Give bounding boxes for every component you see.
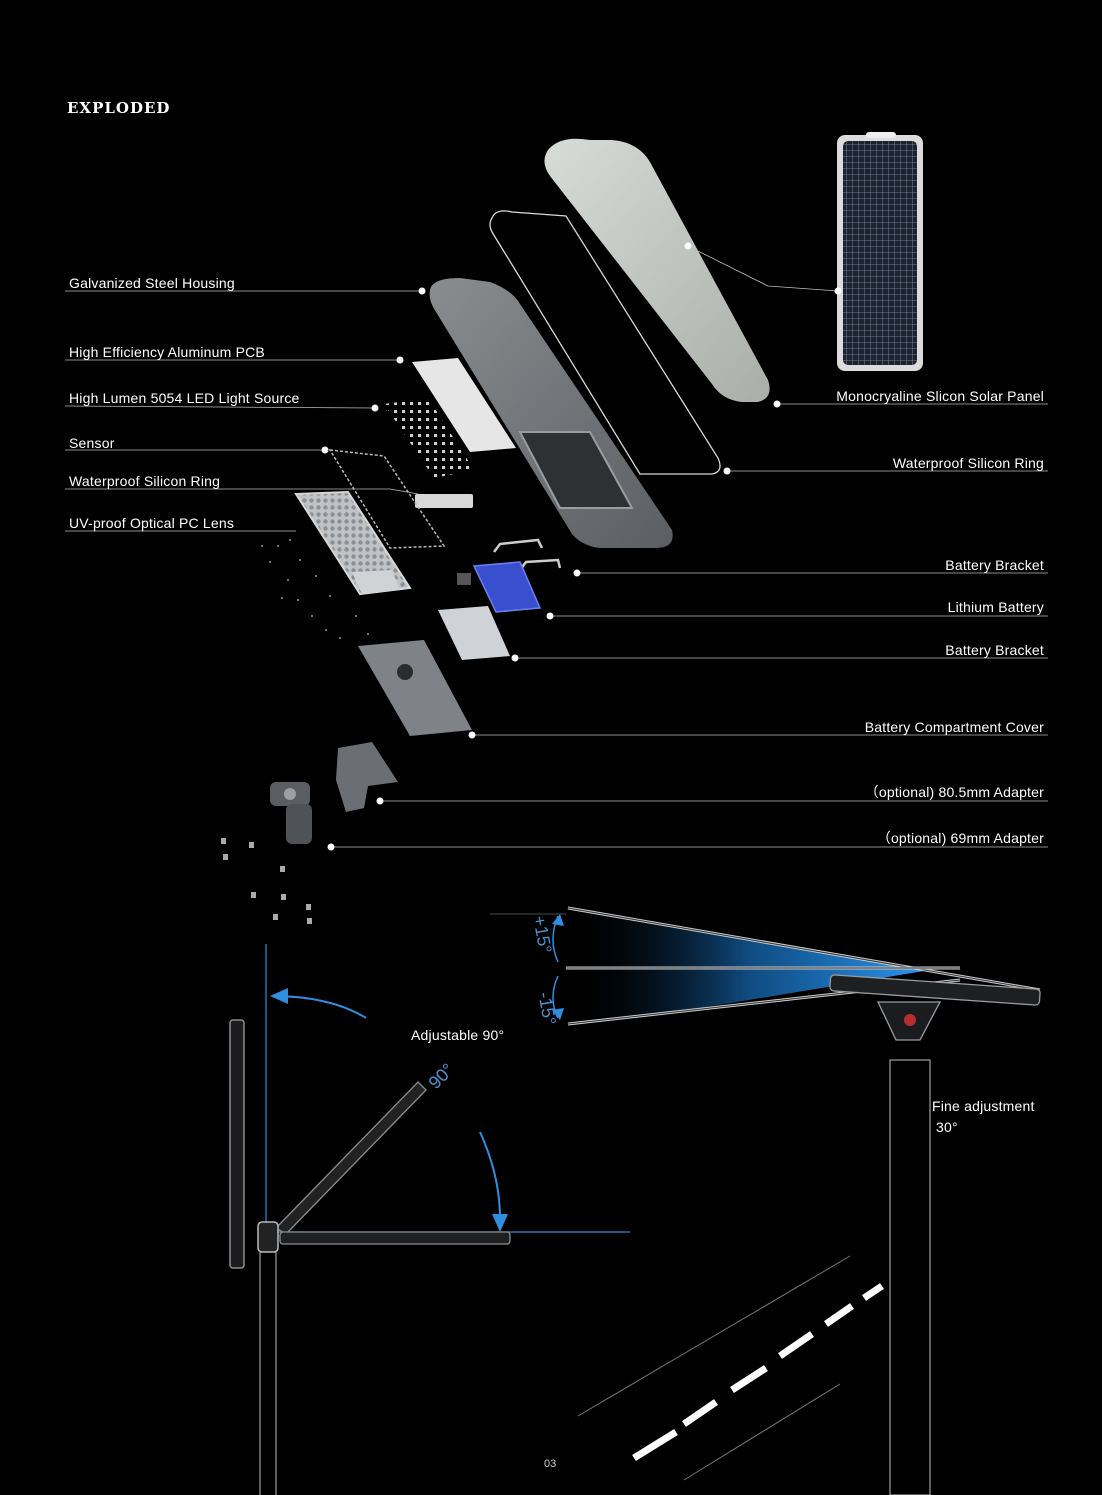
- label-fine-adjustment-30: 30°: [936, 1119, 958, 1135]
- waterproof-ring-outline: [489, 210, 721, 475]
- label-aluminum-pcb: High Efficiency Aluminum PCB: [69, 344, 265, 360]
- lens-dots: [261, 539, 369, 639]
- label-lithium-battery: Lithium Battery: [947, 599, 1044, 615]
- page-title: EXPLODED: [67, 99, 171, 117]
- pc-lens: [294, 490, 412, 596]
- solar-panel-exploded: [544, 138, 770, 402]
- label-battery-cover: Battery Compartment Cover: [864, 719, 1044, 735]
- label-waterproof-ring-left: Waterproof Silicon Ring: [69, 473, 221, 489]
- adapter-80mm: [336, 742, 398, 812]
- housing: [429, 278, 673, 548]
- solar-panel-front: [837, 132, 923, 371]
- leader-dots-right: [327, 242, 842, 851]
- tilt-diagram: [490, 906, 1041, 1495]
- label-fine-adjustment: Fine adjustment: [932, 1098, 1035, 1114]
- label-battery-bracket-top: Battery Bracket: [945, 557, 1044, 573]
- page-number: 03: [544, 1458, 557, 1470]
- adjustable-diagram: [229, 944, 630, 1495]
- battery-cover: [358, 640, 472, 736]
- label-pc-lens: UV-proof Optical PC Lens: [69, 515, 235, 531]
- label-sensor: Sensor: [69, 435, 115, 451]
- sensor-chip: [457, 573, 471, 585]
- battery-bracket-top: [493, 538, 562, 571]
- battery-bracket-bottom: [438, 606, 510, 660]
- adapter-69mm: [270, 782, 312, 844]
- label-solar-panel: Monocryaline Slicon Solar Panel: [836, 388, 1044, 404]
- road: [577, 1255, 884, 1481]
- label-adapter-80mm: （optional) 80.5mm Adapter: [864, 784, 1044, 800]
- label-waterproof-ring-right: Waterproof Silicon Ring: [892, 455, 1044, 471]
- label-battery-bracket-bottom: Battery Bracket: [945, 642, 1044, 658]
- leader-dots-left: [321, 287, 426, 454]
- leader-lines-left: [64, 290, 420, 532]
- label-adjustable-90: Adjustable 90°: [411, 1027, 505, 1043]
- label-adapter-69mm: （optional) 69mm Adapter: [876, 830, 1044, 846]
- led-light-source: [384, 398, 474, 478]
- lithium-battery: [472, 561, 542, 613]
- lens-gasket: [328, 449, 446, 549]
- aluminum-pcb: [412, 358, 516, 452]
- label-galvanized-steel-housing: Galvanized Steel Housing: [69, 275, 235, 291]
- screws: [221, 838, 312, 924]
- label-led-light-source: High Lumen 5054 LED Light Source: [69, 390, 300, 406]
- leader-lines-right: [330, 245, 1048, 848]
- sensor-board: [415, 494, 473, 508]
